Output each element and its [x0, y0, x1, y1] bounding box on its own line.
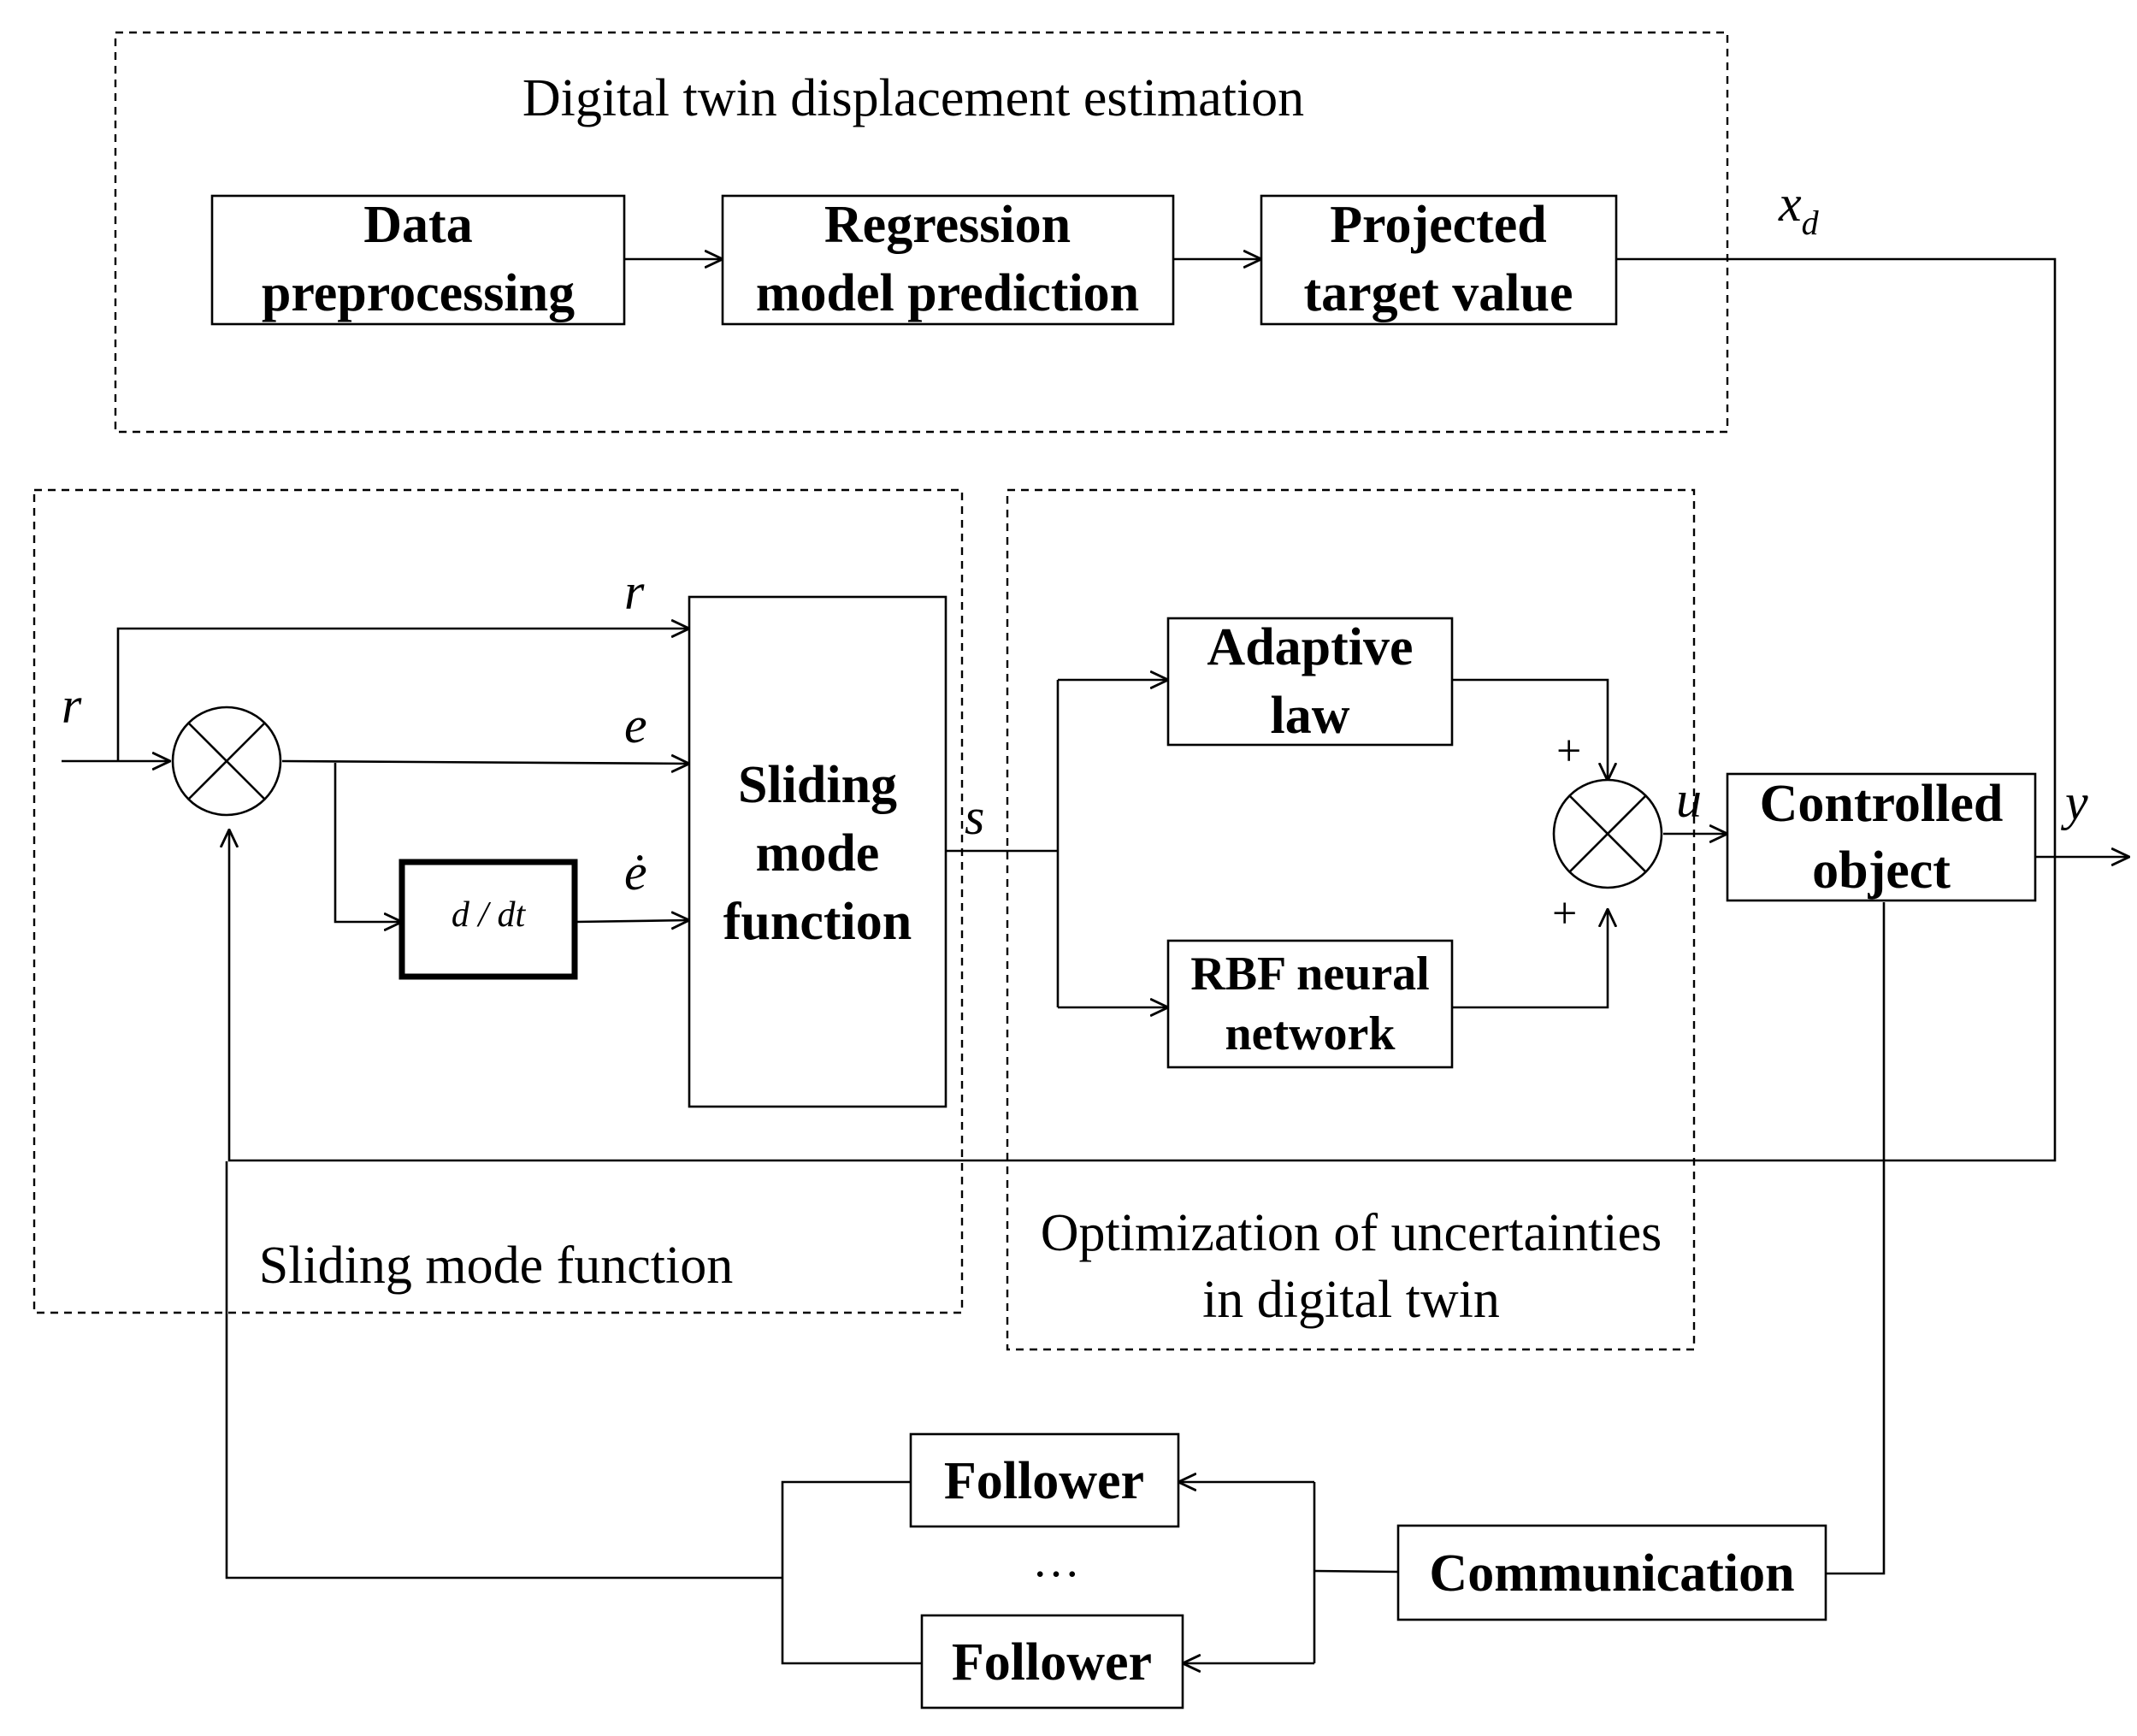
derivative-block [398, 859, 578, 980]
regression-block [721, 194, 1175, 326]
optimization-title-line2: in digital twin [1202, 1271, 1500, 1329]
r-input-label: r [62, 677, 82, 734]
communication-block [1396, 1524, 1827, 1621]
u-label: u [1676, 771, 1702, 828]
dt-estimation-title: Digital twin displacement estimation [522, 69, 1304, 127]
rbf-block [1166, 939, 1454, 1069]
follower-bottom-block [920, 1614, 1184, 1709]
communication-left-line [1313, 1569, 1399, 1574]
edot-label: ė [624, 844, 647, 900]
adaptive-to-sum-arrow [1452, 678, 1608, 781]
xd-subscript: d [1802, 204, 1820, 242]
sliding-mode-region-title: Sliding mode function [259, 1237, 734, 1295]
controlled-object-line2: object [1812, 841, 1951, 900]
sliding-function-line3: function [723, 893, 912, 951]
follower-ellipsis: … [1032, 1534, 1080, 1587]
optimization-title-line1: Optimization of uncertainties [1041, 1204, 1662, 1262]
regression-line2: model prediction [756, 264, 1139, 322]
data-preprocessing-line2: preprocessing [262, 264, 575, 322]
plus-sign-top: + [1556, 727, 1581, 776]
follower-collect-line [781, 1480, 922, 1665]
controlled-object-block [1726, 772, 2037, 902]
rbf-to-sum-arrow [1452, 909, 1608, 1009]
dt-estimation-region [114, 31, 1729, 434]
e-label: e [624, 697, 647, 753]
rbf-line2: network [1225, 1007, 1396, 1060]
object-to-communication-line [1826, 902, 1886, 1575]
follower-bottom-label: Follower [952, 1633, 1152, 1692]
e-to-derivative-line [334, 763, 402, 922]
xd-main: x [1778, 175, 1802, 232]
xd-label: xd [1778, 175, 1820, 242]
error-summing-junction [171, 706, 282, 817]
r-branch-line [116, 629, 689, 761]
follower-to-feedback-line [225, 1161, 782, 1580]
follower-top-block [909, 1432, 1180, 1528]
xd-feedback-line [229, 257, 2057, 1162]
adaptive-law-line2: law [1271, 687, 1350, 745]
sliding-function-line1: Sliding [738, 756, 897, 814]
sliding-function-line2: mode [756, 824, 880, 883]
regression-line1: Regression [824, 196, 1071, 254]
adaptive-law-block [1166, 617, 1454, 747]
derivative-label: d / dt [452, 895, 527, 935]
r-branch-label: r [624, 564, 645, 620]
e-line [281, 761, 689, 764]
data-preprocessing-line1: Data [363, 196, 472, 254]
communication-label: Communication [1429, 1544, 1794, 1603]
adaptive-law-line1: Adaptive [1207, 618, 1413, 676]
follower-top-label: Follower [944, 1452, 1144, 1510]
control-summing-junction [1552, 778, 1663, 889]
controlled-object-line1: Controlled [1760, 775, 2004, 833]
projected-line1: Projected [1330, 196, 1547, 254]
y-label: y [2060, 774, 2088, 830]
projected-block [1260, 194, 1618, 326]
data-preprocessing-block [210, 194, 626, 326]
projected-line2: target value [1303, 264, 1573, 322]
s-label: s [965, 788, 984, 845]
plus-sign-bottom: + [1552, 889, 1577, 938]
sliding-function-block [688, 595, 947, 1108]
rbf-line1: RBF neural [1190, 948, 1429, 1001]
edot-line [574, 920, 689, 922]
optimization-region [1006, 488, 1696, 1351]
